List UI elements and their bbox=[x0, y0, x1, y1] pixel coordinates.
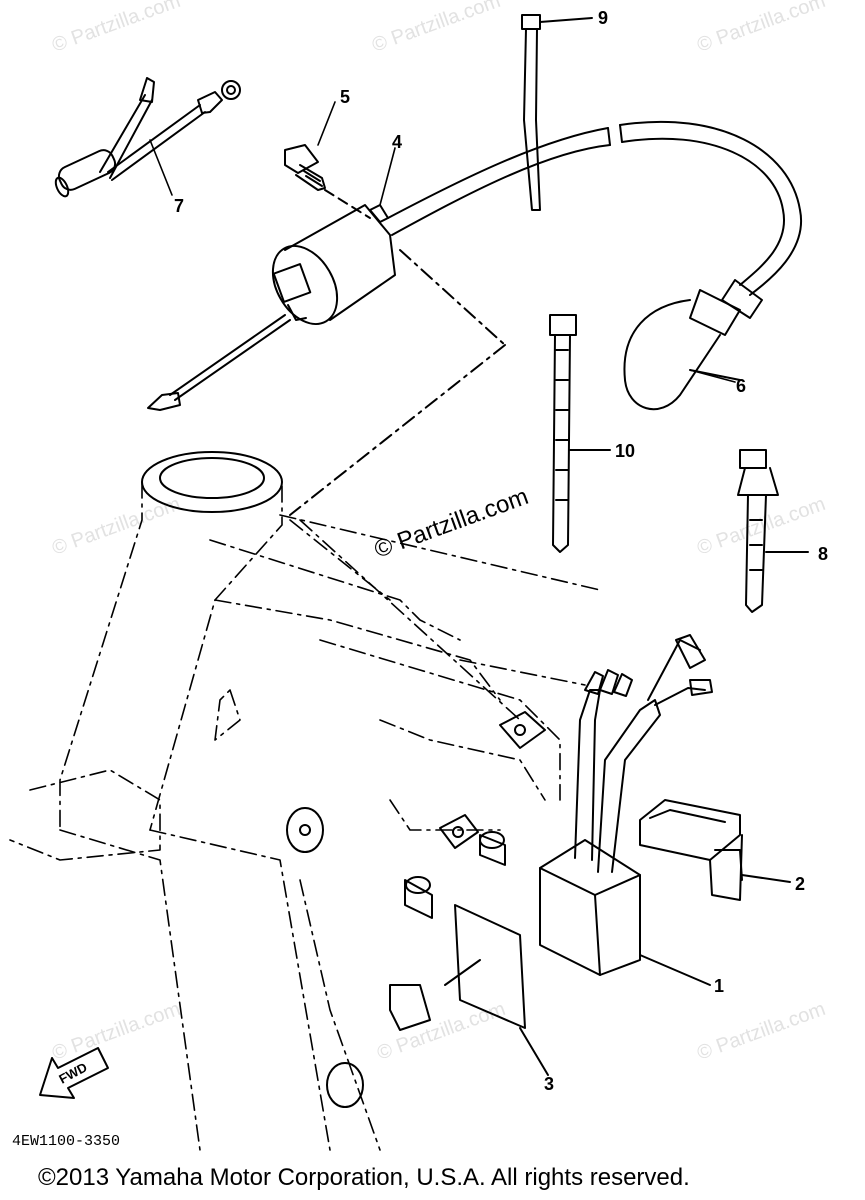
part-number-label: 4EW1100-3350 bbox=[12, 1133, 121, 1150]
callout-9: 9 bbox=[598, 8, 608, 28]
cdi-unit-part-1 bbox=[539, 634, 713, 986]
callout-3: 3 bbox=[544, 1074, 554, 1094]
cable-tie-part-9 bbox=[521, 14, 593, 211]
cable-tie-part-8 bbox=[737, 449, 809, 613]
watermark-3: © Partzilla.com bbox=[694, 0, 828, 57]
watermark-2: © Partzilla.com bbox=[369, 0, 503, 57]
cable-tie-part-10 bbox=[549, 314, 611, 553]
watermark-5: © Partzilla.com bbox=[694, 493, 828, 560]
frame-brackets bbox=[286, 711, 546, 1108]
watermark-6: © Partzilla.com bbox=[49, 998, 183, 1065]
ignition-coil-part-4 bbox=[147, 204, 506, 516]
callout-1: 1 bbox=[714, 976, 724, 996]
damper-pad-part-3 bbox=[444, 904, 549, 1076]
callouts: 9 5 4 7 6 10 8 2 1 3 bbox=[174, 8, 828, 1094]
bolt-part-5 bbox=[284, 144, 371, 219]
high-tension-cable bbox=[387, 120, 803, 296]
copyright-text: ©2013 Yamaha Motor Corporation, U.S.A. A… bbox=[38, 1164, 690, 1191]
fwd-label: FWD bbox=[56, 1060, 89, 1087]
callout-10: 10 bbox=[615, 441, 635, 461]
callout-5: 5 bbox=[340, 87, 350, 107]
callout-6: 6 bbox=[736, 376, 746, 396]
callout-8: 8 bbox=[818, 544, 828, 564]
callout-7: 7 bbox=[174, 196, 184, 216]
bracket-part-2 bbox=[639, 799, 791, 901]
wire-lead-part-7 bbox=[54, 77, 241, 198]
callout-4: 4 bbox=[392, 132, 402, 152]
watermark-8: © Partzilla.com bbox=[694, 998, 828, 1065]
watermark-7: © Partzilla.com bbox=[374, 998, 508, 1065]
watermark-center: © Partzilla.com bbox=[371, 483, 532, 564]
fwd-arrow bbox=[39, 1047, 109, 1099]
frame-outline bbox=[9, 451, 601, 1151]
watermark-1: © Partzilla.com bbox=[49, 0, 183, 57]
callout-2: 2 bbox=[795, 874, 805, 894]
leader-lines bbox=[149, 101, 736, 383]
plug-cap-part-6 bbox=[623, 279, 763, 411]
